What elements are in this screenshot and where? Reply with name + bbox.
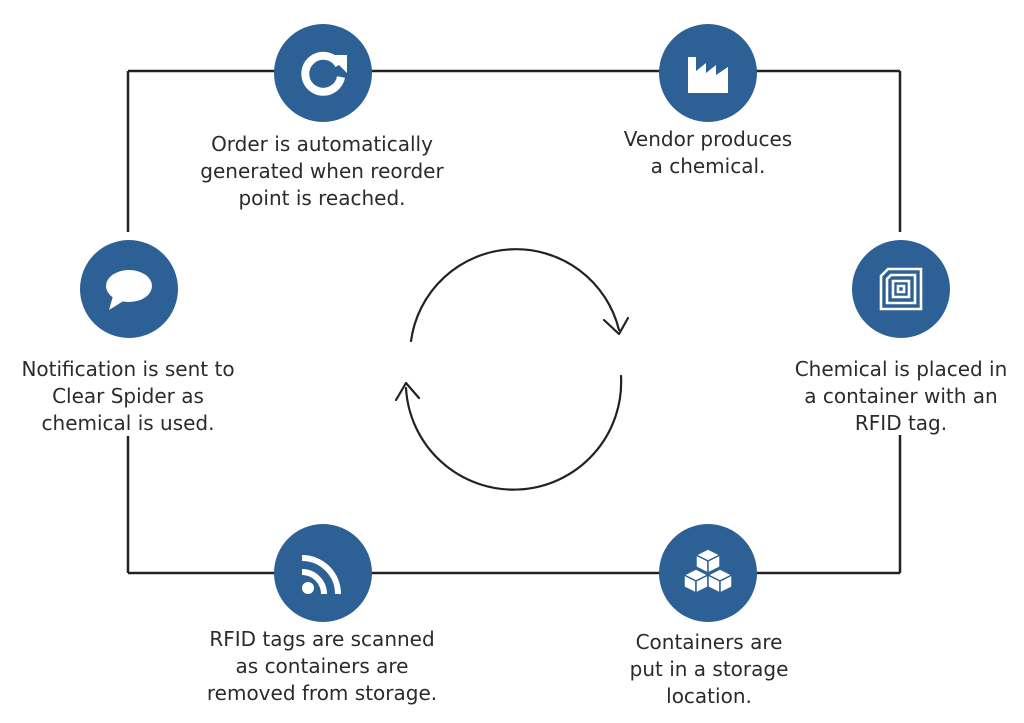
- rfid-chip-icon: [879, 267, 923, 311]
- rfid-tag-caption: Chemical is placed in a container with a…: [784, 356, 1018, 437]
- reorder-node: [274, 24, 372, 122]
- stacked-boxes-icon: [683, 548, 733, 594]
- vendor-caption: Vendor produces a chemical.: [606, 126, 810, 180]
- notify-caption: Notification is sent to Clear Spider as …: [10, 356, 246, 437]
- caption-line: Notification is sent to: [21, 357, 235, 381]
- caption-line: Vendor produces: [623, 127, 793, 151]
- caption-line: Chemical is placed in: [794, 357, 1008, 381]
- caption-line: Order is automatically: [211, 132, 433, 156]
- caption-line: Containers are: [635, 630, 783, 654]
- speech-bubble-icon: [106, 270, 152, 310]
- caption-line: RFID tags are scanned: [209, 627, 435, 651]
- caption-line: removed from storage.: [206, 681, 438, 705]
- rfid-tag-node: [852, 240, 950, 338]
- scan-node: [274, 524, 372, 622]
- storage-caption: Containers are put in a storage location…: [614, 629, 804, 710]
- vendor-node: [659, 24, 757, 122]
- scan-caption: RFID tags are scanned as containers are …: [190, 626, 454, 707]
- cycle-arrows-icon: [394, 248, 630, 491]
- caption-line: a container with an: [804, 384, 998, 408]
- caption-line: put in a storage: [629, 657, 789, 681]
- refresh-icon: [301, 51, 347, 96]
- caption-line: a chemical.: [650, 154, 766, 178]
- caption-line: point is reached.: [238, 186, 406, 210]
- factory-icon: [688, 57, 728, 93]
- rss-signal-icon: [301, 555, 341, 595]
- reorder-caption: Order is automatically generated when re…: [194, 131, 450, 212]
- caption-line: location.: [666, 684, 752, 708]
- caption-line: as containers are: [235, 654, 409, 678]
- caption-line: chemical is used.: [41, 411, 215, 435]
- caption-line: generated when reorder: [200, 159, 444, 183]
- notify-node: [80, 240, 178, 338]
- storage-node: [659, 524, 757, 622]
- caption-line: Clear Spider as: [52, 384, 204, 408]
- caption-line: RFID tag.: [854, 411, 948, 435]
